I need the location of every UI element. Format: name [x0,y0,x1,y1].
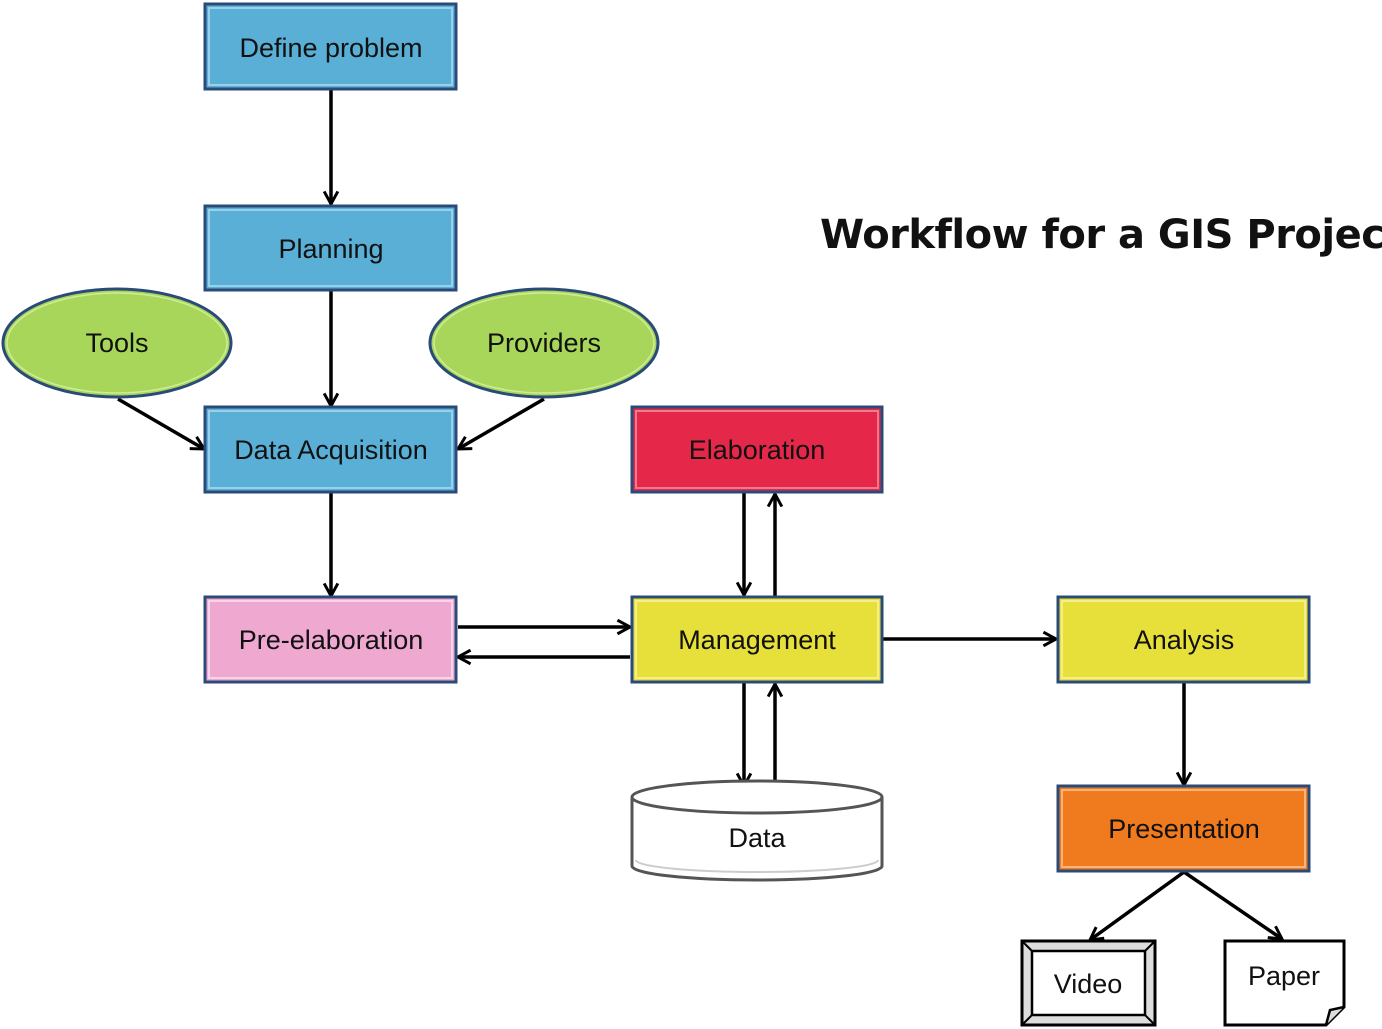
node-providers: Providers [428,287,660,399]
node-paper: Paper [1223,939,1346,1027]
node-label-video: Video [1054,969,1123,999]
node-analysis: Analysis [1056,595,1311,684]
node-tools: Tools [1,287,233,399]
node-label-data-acquisition: Data Acquisition [234,435,428,465]
node-data-acquisition: Data Acquisition [203,405,458,494]
edge-tools-to-acquisition [117,397,204,449]
node-label-tools: Tools [85,328,148,358]
node-label-pre-elaboration: Pre-elaboration [239,625,424,655]
node-planning: Planning [203,204,458,292]
node-management: Management [630,595,884,684]
diagram-title: Workflow for a GIS Project [820,212,1382,258]
node-label-providers: Providers [487,328,601,358]
node-label-management: Management [678,625,836,655]
node-presentation: Presentation [1056,784,1311,873]
node-label-presentation: Presentation [1108,814,1260,844]
node-label-analysis: Analysis [1134,625,1235,655]
edge-presentation-to-paper [1183,870,1282,939]
node-video: Video [1020,939,1157,1027]
edge-providers-to-acquisition [458,397,545,449]
node-define-problem: Define problem [203,2,458,91]
node-data-store: Data [630,779,884,882]
connectors [117,90,1282,940]
node-label-planning: Planning [278,234,383,264]
node-label-define-problem: Define problem [239,33,422,63]
node-label-elaboration: Elaboration [689,435,826,465]
node-pre-elaboration: Pre-elaboration [203,595,458,684]
node-label-paper: Paper [1248,961,1320,991]
node-elaboration: Elaboration [630,405,884,494]
edge-presentation-to-video [1090,870,1186,940]
node-label-data: Data [728,823,786,853]
